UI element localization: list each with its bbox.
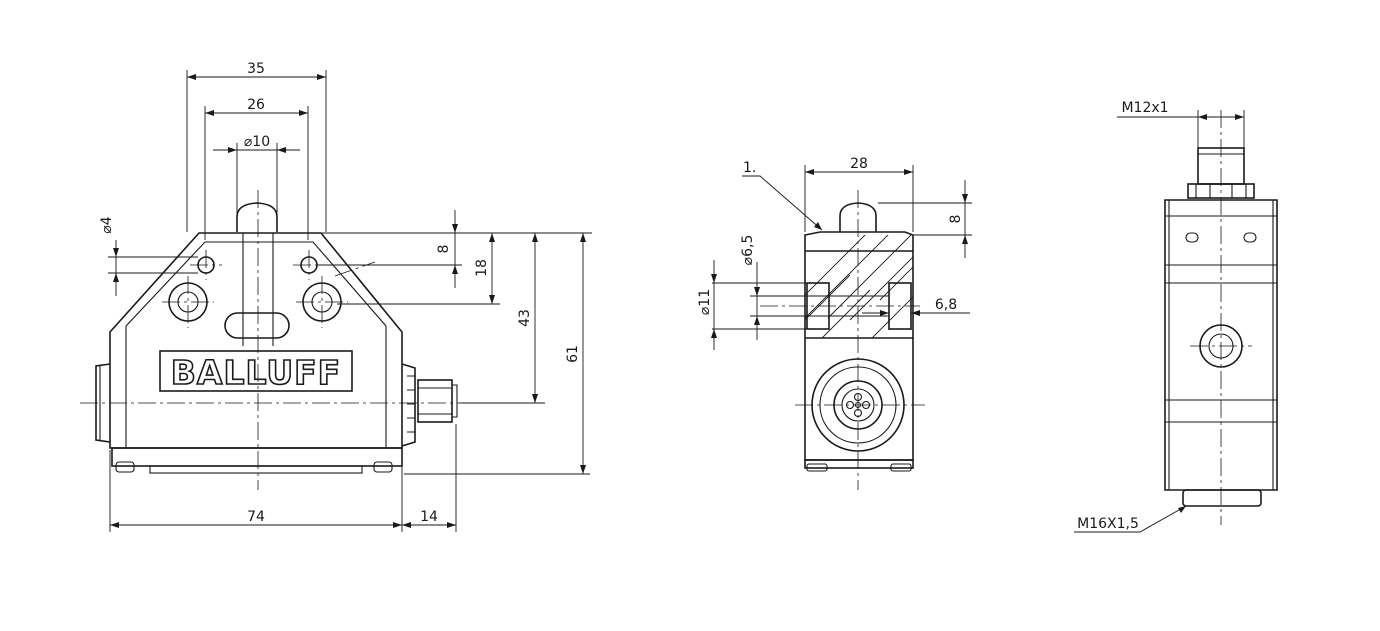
dim-dia-11-label: ⌀11 [697,289,713,315]
side-dimensions: 28 1. 8 ⌀6,5 ⌀11 6,8 [697,156,972,350]
dim-side-8-label: 8 [948,215,964,224]
right-view [1164,110,1278,525]
dim-61-label: 61 [565,345,581,363]
dim-74-label: 74 [247,509,265,525]
dim-dia-4-label: ⌀4 [99,216,115,233]
dim-dia-6-5-label: ⌀6,5 [740,235,756,266]
dim-8-label: 8 [436,245,452,254]
dim-35-label: 35 [247,61,265,77]
dim-26-label: 26 [247,97,265,113]
front-view: BALLUFF [80,190,470,490]
logo-plate [159,350,353,392]
dim-43-label: 43 [517,309,533,327]
thread-m12-label: M12x1 [1121,100,1168,116]
right-dimensions: M12x1 M16X1,5 [1074,100,1245,533]
callout-1-label: 1. [743,160,756,176]
dim-dia-10-label: ⌀10 [244,134,270,150]
brand-logo: BALLUFF [171,353,341,392]
front-dimensions: 35 26 ⌀10 ⌀4 8 18 43 61 74 14 [99,61,592,532]
dim-6-8-label: 6,8 [935,297,957,313]
thread-m16-label: M16X1,5 [1077,516,1139,532]
side-view [760,190,925,490]
dim-28-label: 28 [850,156,868,172]
dim-18-label: 18 [474,259,490,277]
dim-14-label: 14 [420,509,438,525]
